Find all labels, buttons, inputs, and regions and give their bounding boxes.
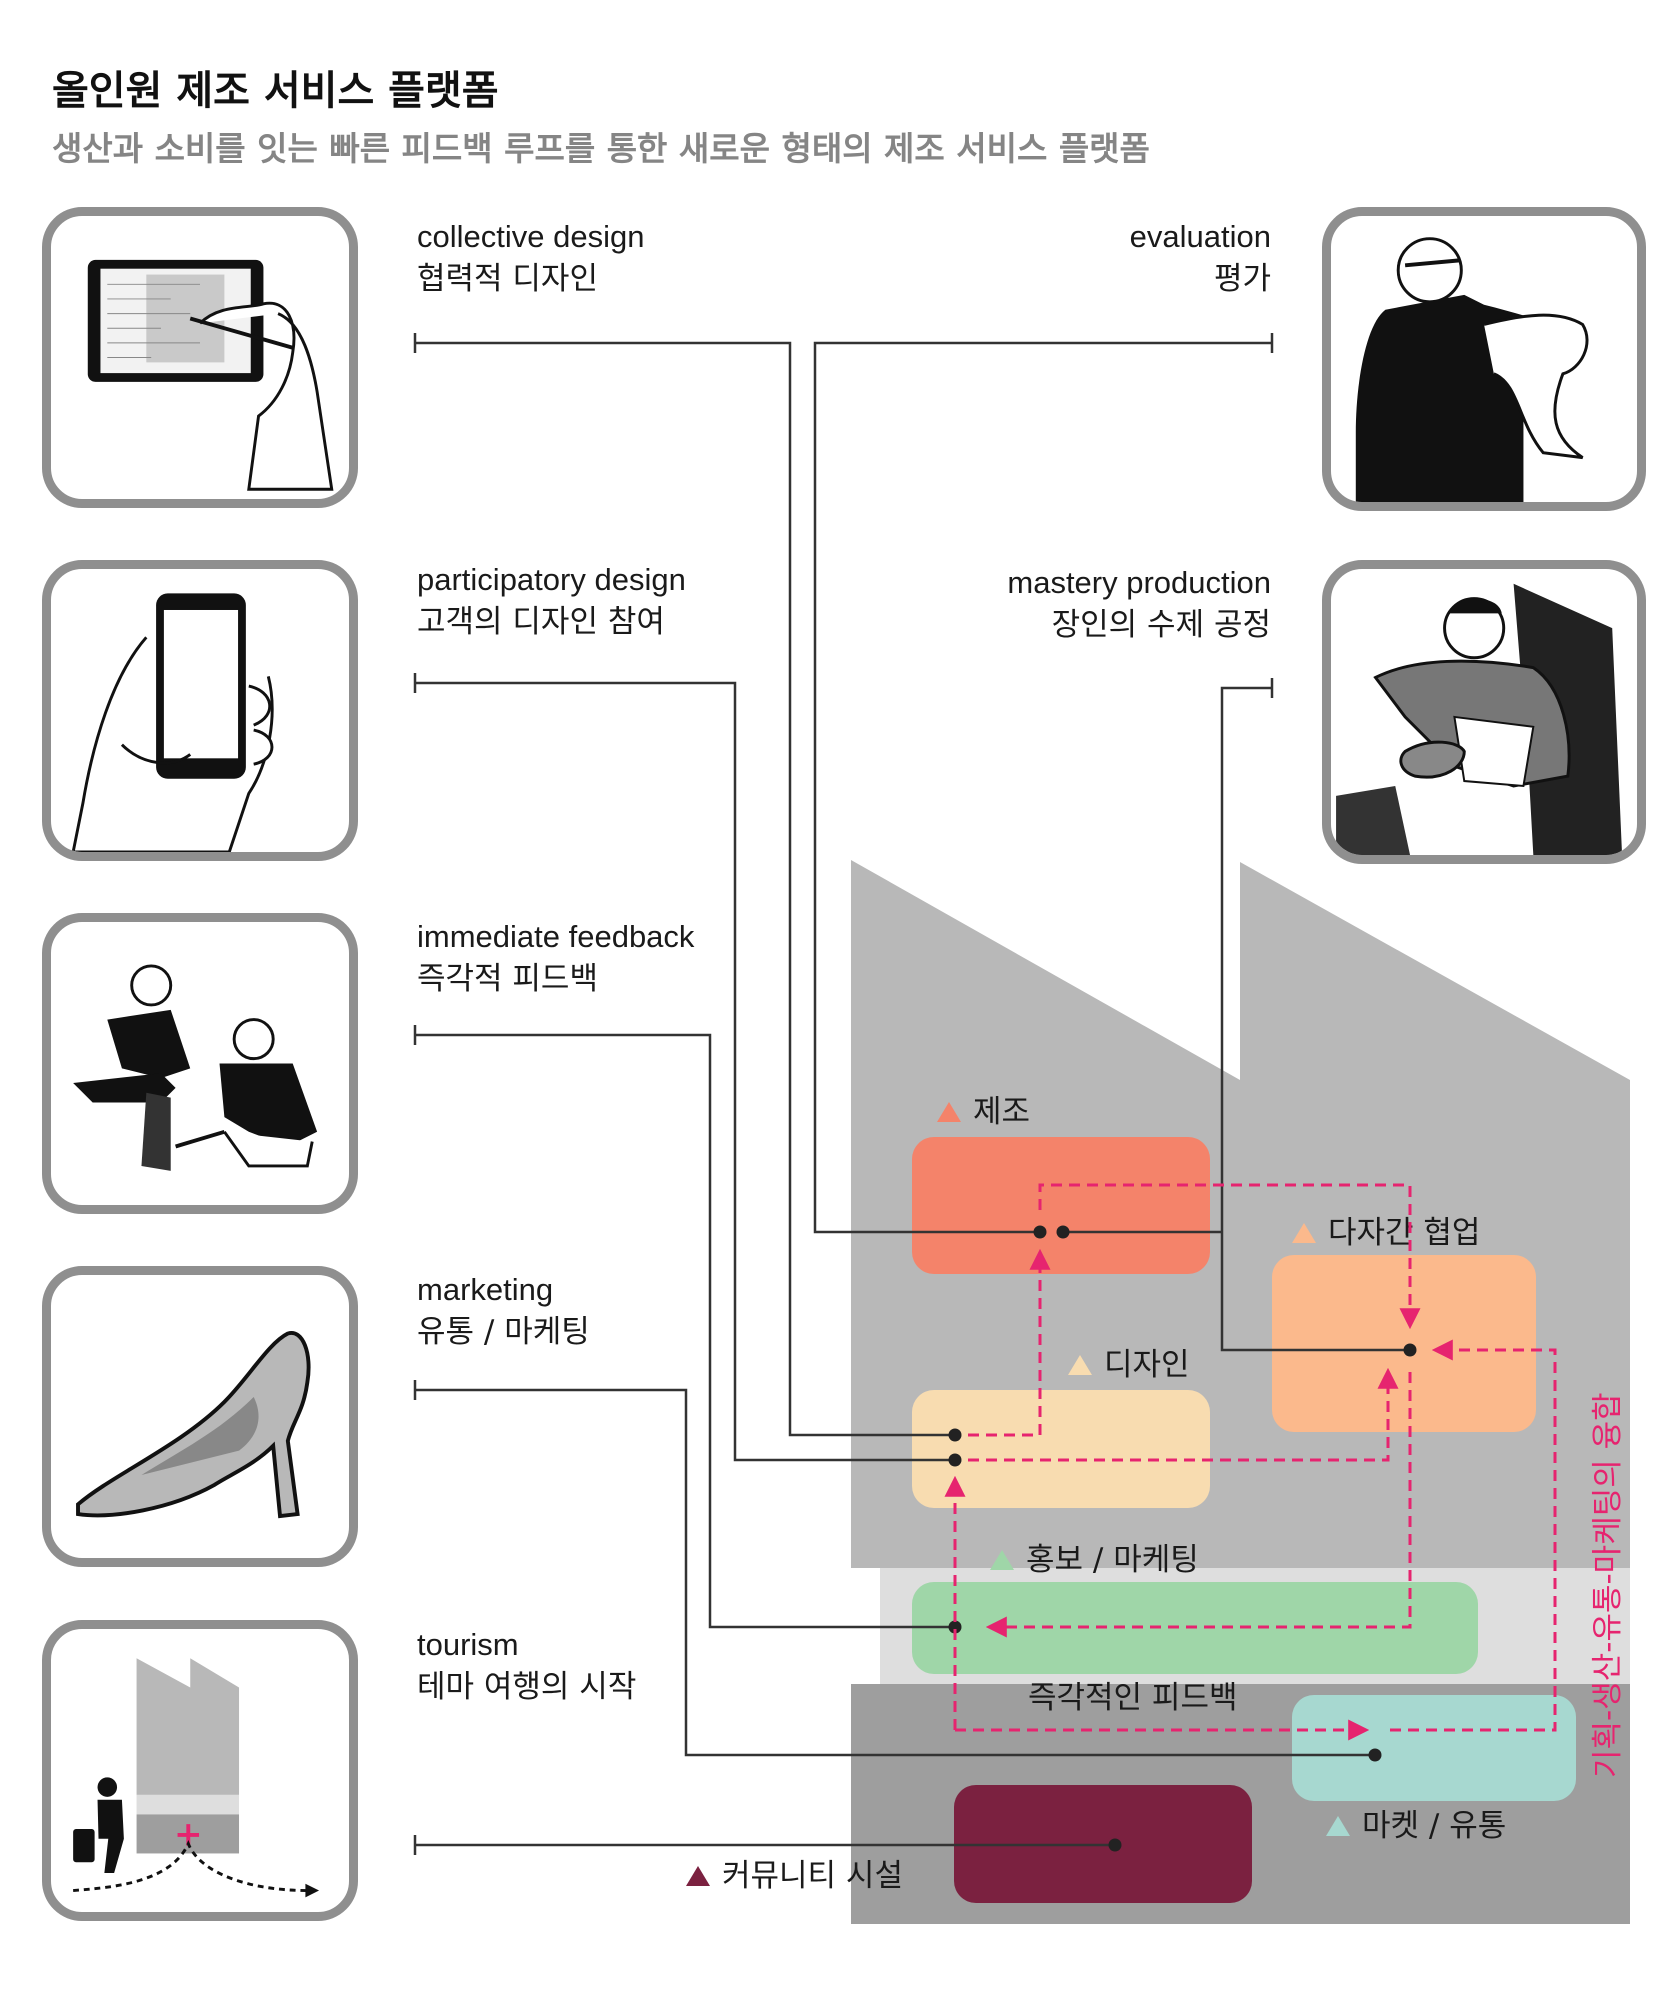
label-marketing: marketing 유통 / 마케팅 — [417, 1270, 590, 1352]
label-marketing-en: marketing — [417, 1272, 554, 1307]
craftsman-icon — [1336, 583, 1623, 855]
label-collective-design: collective design 협력적 디자인 — [417, 217, 644, 299]
triangle-manufacturing — [937, 1102, 961, 1122]
connector-dots — [948, 1225, 1417, 1852]
label-immediate-feedback-en: immediate feedback — [417, 919, 695, 954]
node-feedback-label: 즉각적인 피드백 — [1028, 1680, 1238, 1716]
label-mastery-production: mastery production 장인의 수제 공정 — [1007, 563, 1271, 645]
panel-participatory-design[interactable] — [42, 560, 358, 861]
triangle-market — [1326, 1816, 1350, 1836]
triangle-community — [686, 1866, 710, 1886]
triangle-promotion — [990, 1550, 1014, 1570]
label-mastery-production-ko: 장인의 수제 공정 — [1051, 607, 1271, 643]
shoe-fitting-icon — [73, 964, 318, 1171]
label-marketing-ko: 유통 / 마케팅 — [417, 1314, 590, 1350]
node-collaboration-label: 다자간 협업 — [1328, 1215, 1480, 1251]
label-collective-design-ko: 협력적 디자인 — [417, 261, 598, 297]
smartphone-hand-icon — [71, 593, 274, 852]
label-evaluation-en: evaluation — [1129, 219, 1271, 254]
inspector-icon — [1355, 237, 1589, 502]
panel-mastery-production[interactable] — [1322, 560, 1646, 864]
node-market-label: 마켓 / 유통 — [1362, 1808, 1506, 1844]
panel-collective-design[interactable] — [42, 207, 358, 508]
traveler-icon — [73, 1658, 320, 1898]
node-market-box[interactable] — [1292, 1695, 1576, 1801]
label-immediate-feedback-ko: 즉각적 피드백 — [417, 961, 598, 997]
panel-immediate-feedback[interactable] — [42, 913, 358, 1214]
panel-tourism[interactable] — [42, 1620, 358, 1921]
panel-marketing[interactable] — [42, 1266, 358, 1567]
page-subtitle: 생산과 소비를 잇는 빠른 피드백 루프를 통한 새로운 형태의 제조 서비스 … — [52, 129, 1150, 168]
connector-mastery — [1220, 686, 1410, 1352]
node-design-box[interactable] — [912, 1390, 1210, 1508]
node-community-label: 커뮤니티 시설 — [722, 1858, 903, 1894]
label-immediate-feedback: immediate feedback 즉각적 피드백 — [417, 917, 694, 999]
node-manufacturing-box[interactable] — [912, 1137, 1210, 1274]
panel-connectors — [413, 333, 1410, 1855]
connector-marketing — [415, 1388, 1375, 1757]
label-collective-design-en: collective design — [417, 219, 645, 254]
label-mastery-production-en: mastery production — [1007, 565, 1271, 600]
node-collaboration-box[interactable] — [1272, 1255, 1536, 1432]
node-design-label: 디자인 — [1104, 1347, 1190, 1383]
vertical-fusion-label: 기획-생산-유통-마케팅의 융합 — [1590, 1392, 1626, 1778]
triangle-design — [1068, 1355, 1092, 1375]
label-participatory-design-ko: 고객의 디자인 참여 — [417, 604, 665, 640]
label-tourism-en: tourism — [417, 1627, 519, 1662]
tablet-drawing-icon — [87, 259, 334, 491]
panel-evaluation[interactable] — [1322, 207, 1646, 511]
connector-feedback — [415, 1033, 955, 1629]
feedback-loop — [944, 1183, 1557, 1741]
node-manufacturing-label: 제조 — [973, 1094, 1030, 1130]
label-tourism: tourism 테마 여행의 시작 — [417, 1625, 636, 1707]
page-title: 올인원 제조 서비스 플랫폼 — [52, 68, 499, 114]
high-heel-shoe-icon — [76, 1331, 311, 1519]
connector-collective — [415, 341, 955, 1437]
node-promotion-label: 홍보 / 마케팅 — [1026, 1542, 1199, 1578]
label-participatory-design-en: participatory design — [417, 562, 686, 597]
label-evaluation-ko: 평가 — [1213, 261, 1271, 297]
connector-evaluation — [813, 341, 1272, 1234]
label-evaluation: evaluation 평가 — [1130, 217, 1271, 299]
label-tourism-ko: 테마 여행의 시작 — [417, 1669, 637, 1705]
triangle-collaboration — [1292, 1223, 1316, 1243]
label-participatory-design: participatory design 고객의 디자인 참여 — [417, 560, 686, 642]
connector-participatory — [415, 681, 955, 1462]
